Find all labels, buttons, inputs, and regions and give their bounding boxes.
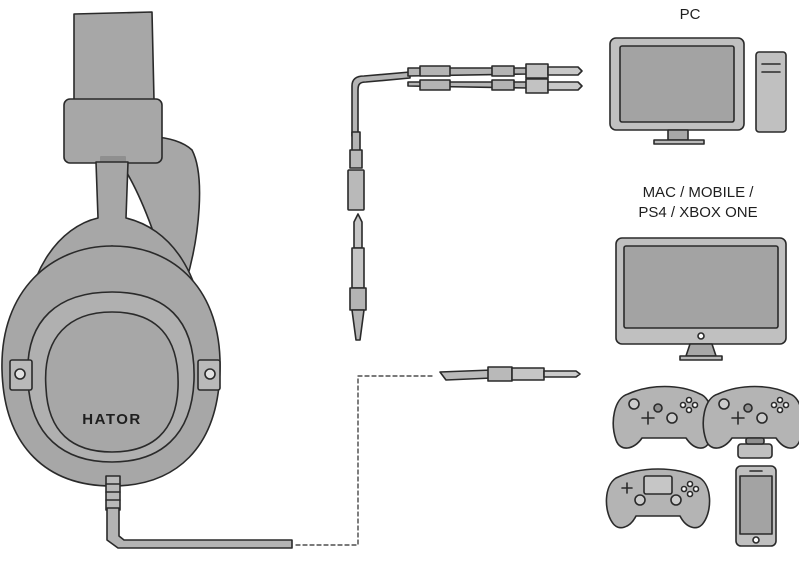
pc-label: PC	[679, 6, 701, 23]
pc-plug-bottom	[525, 78, 549, 94]
pc-device	[609, 37, 787, 145]
right-screw-icon	[204, 368, 216, 380]
cable-strain-relief	[105, 475, 121, 511]
connection-dashes	[295, 375, 433, 546]
left-screw-icon	[14, 368, 26, 380]
headband-pad	[63, 98, 163, 164]
xbox-controller-left	[612, 385, 714, 449]
mobile-device	[735, 465, 777, 547]
mac-label-line2: PS4 / XBOX ONE	[638, 204, 758, 221]
ear-cup-plate	[44, 311, 179, 453]
headset-plug	[349, 213, 367, 341]
console-plug-cable	[439, 366, 581, 382]
splitter-socket	[347, 169, 365, 211]
headset-cable	[106, 507, 293, 549]
headband-slider	[73, 11, 155, 103]
pc-splitter-cable	[347, 63, 583, 211]
headset	[1, 11, 293, 549]
wireless-adapter	[737, 437, 773, 459]
ps4-controller	[605, 468, 711, 529]
mac-device	[615, 237, 787, 361]
pc-plug-top	[525, 63, 549, 79]
mac-label-line1: MAC / MOBILE /	[642, 184, 754, 201]
headset-brand-logo: HATOR	[82, 411, 141, 428]
xbox-controller-right	[702, 385, 799, 449]
